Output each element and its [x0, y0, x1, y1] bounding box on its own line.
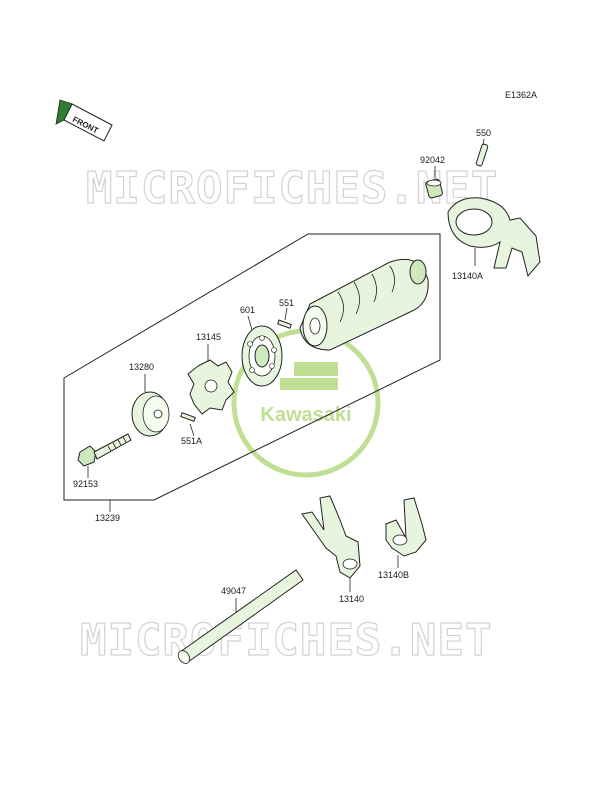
label-49047: 49047 — [221, 586, 246, 596]
shaft-49047 — [177, 569, 304, 664]
shift-fork-13140 — [301, 495, 361, 579]
label-13140B: 13140B — [378, 570, 409, 580]
roller-92042 — [425, 178, 443, 199]
plate-13280 — [131, 391, 170, 437]
drum-assembly-box — [63, 233, 441, 501]
pin-551 — [277, 319, 292, 329]
kawasaki-logo-text: Kawasaki — [260, 404, 351, 426]
label-13140A: 13140A — [452, 271, 483, 281]
shift-fork-13140B — [385, 497, 427, 557]
shift-drum — [299, 258, 429, 351]
label-601: 601 — [240, 305, 255, 315]
pin-551A — [180, 412, 196, 422]
label-550: 550 — [476, 128, 491, 138]
front-arrow-icon: FRONT — [55, 99, 113, 142]
label-92153: 92153 — [73, 479, 98, 489]
bearing-601 — [241, 325, 283, 387]
pin-550 — [475, 143, 489, 167]
shift-fork-13140A — [447, 197, 541, 278]
label-551A: 551A — [181, 436, 202, 446]
bolt-92153 — [77, 433, 132, 467]
label-13280: 13280 — [129, 362, 154, 372]
label-13140: 13140 — [339, 594, 364, 604]
label-13239: 13239 — [95, 513, 120, 523]
diagram-code: E1362A — [505, 90, 537, 100]
label-551: 551 — [279, 298, 294, 308]
watermark-bottom: MICROFICHES.NET — [80, 615, 492, 666]
cam-13145 — [187, 359, 235, 415]
label-13145: 13145 — [196, 332, 221, 342]
label-92042: 92042 — [420, 155, 445, 165]
